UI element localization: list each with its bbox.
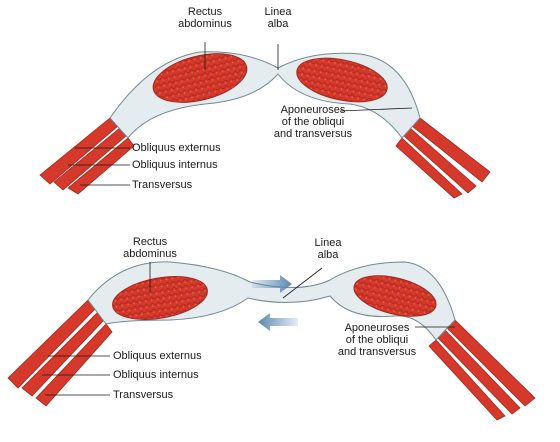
top-rectus-right [296, 57, 388, 103]
top-panel [39, 42, 491, 199]
top-label-transversus: Transversus [132, 179, 193, 191]
bottom-rectus-left [112, 276, 208, 320]
bottom-label-obliquus-externus: Obliquus externus [113, 350, 202, 362]
top-leader-lines [68, 42, 413, 186]
top-right-lateral-muscles [395, 117, 491, 199]
bottom-left-lateral-muscles [7, 299, 113, 407]
bottom-rectus-right [353, 275, 437, 317]
arrow-right [252, 275, 292, 293]
top-label-obliquus-internus: Obliquus internus [132, 159, 218, 171]
top-label-obliquus-externus: Obliquus externus [132, 142, 221, 154]
top-left-lateral-muscles [39, 117, 135, 195]
bottom-label-transversus: Transversus [113, 389, 174, 401]
bottom-panel [7, 261, 536, 421]
top-rectus-left [152, 53, 248, 103]
bottom-leader-lines [42, 262, 455, 396]
bottom-right-lateral-muscles [428, 319, 536, 421]
arrow-left [258, 313, 298, 331]
bottom-label-obliquus-internus: Obliquus internus [113, 369, 199, 381]
